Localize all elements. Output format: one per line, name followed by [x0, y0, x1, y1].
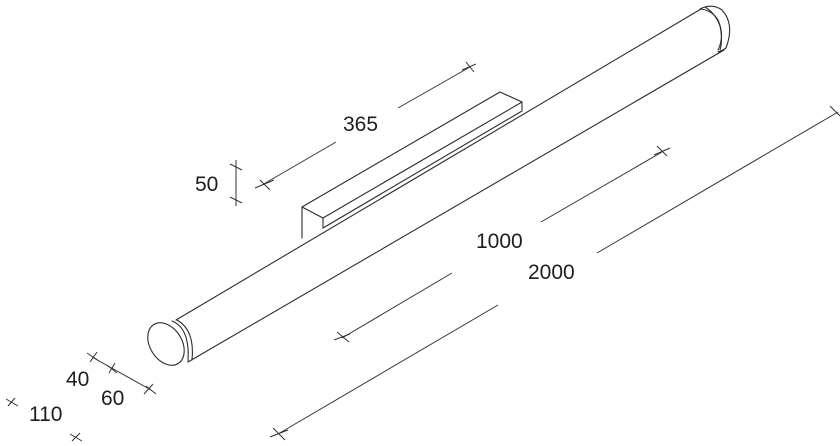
dimension-label-50: 50 — [195, 173, 218, 196]
dimension-depth: 40 60 — [66, 351, 157, 410]
dimension-label-60: 60 — [101, 387, 124, 410]
tick-icon — [5, 397, 19, 407]
tick-icon — [143, 383, 157, 395]
tick-icon — [653, 145, 671, 157]
bracket-top-front — [322, 101, 523, 219]
dimension-label-110: 110 — [29, 403, 62, 426]
left-end-cap — [147, 319, 193, 366]
tick-icon — [461, 61, 477, 73]
dimension-label-365: 365 — [343, 113, 378, 136]
dim-line-depth — [91, 356, 152, 391]
mounting-bracket — [301, 91, 523, 239]
bracket-top-back — [301, 91, 523, 208]
dimension-2000: 2000 — [269, 105, 840, 441]
dim-line-1000-b — [540, 151, 663, 223]
bracket-front-bottom — [322, 110, 523, 229]
end-cap-rim — [171, 320, 189, 362]
tube-bottom-edge — [187, 49, 725, 363]
dimension-1000: 1000 — [333, 145, 671, 343]
tick-icon — [829, 105, 840, 117]
end-cap-inner — [699, 8, 723, 51]
tick-icon — [229, 163, 243, 171]
dimension-label-2000: 2000 — [528, 261, 575, 284]
dim-line-2000-a — [277, 304, 499, 435]
dimension-365: 365 — [254, 61, 477, 191]
tick-icon — [69, 432, 83, 442]
dimension-label-1000: 1000 — [476, 230, 523, 253]
end-cap-face — [147, 322, 185, 366]
tube-top-edge — [175, 8, 702, 321]
end-cap-rim-inner — [176, 319, 193, 361]
dimension-50: 50 — [195, 160, 243, 206]
dim-line-365-b — [397, 66, 471, 109]
dimension-projection: 110 — [5, 397, 83, 442]
bracket-top-left — [301, 206, 324, 219]
tick-icon — [254, 179, 275, 191]
right-end-cap — [699, 5, 731, 53]
light-tube — [147, 5, 731, 366]
tick-icon — [229, 196, 243, 204]
dim-line-2000-b — [596, 111, 839, 254]
end-cap-rim-line — [704, 6, 723, 51]
tick-icon — [269, 427, 289, 441]
dim-line-1000-a — [341, 272, 453, 339]
dim-line-365-a — [261, 141, 337, 186]
end-cap-outer — [699, 5, 731, 53]
tick-icon — [106, 362, 118, 374]
dimension-label-40: 40 — [66, 368, 89, 391]
tick-icon — [86, 351, 100, 363]
tick-icon — [333, 331, 351, 343]
